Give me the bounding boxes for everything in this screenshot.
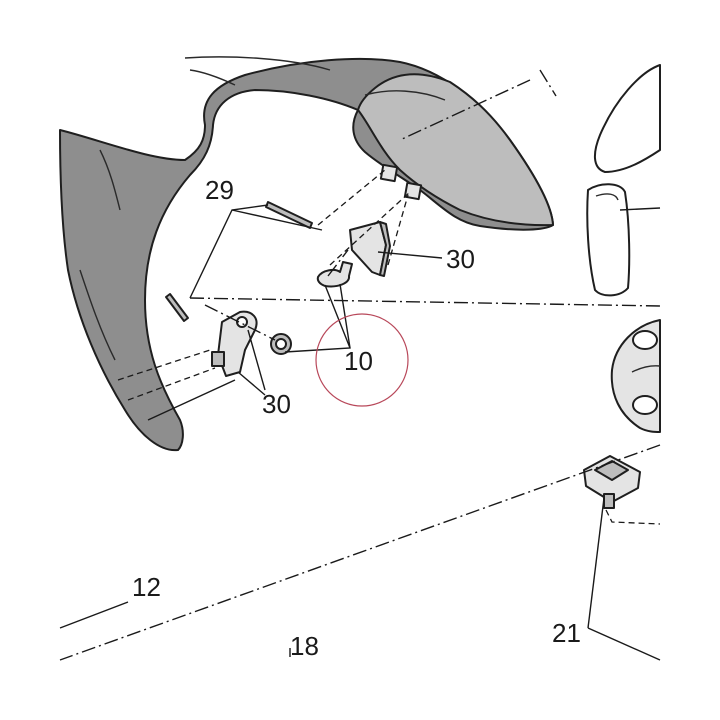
leader-lines — [59, 204, 661, 661]
callout-10: 10 — [344, 346, 373, 376]
screw-lower — [270, 333, 292, 355]
housing-right — [610, 319, 661, 433]
callout-30-lower: 30 — [262, 389, 291, 419]
seat-cover-upper — [594, 64, 661, 173]
fastener — [583, 455, 641, 509]
screw-upper — [316, 261, 353, 288]
callout-29: 29 — [205, 175, 234, 205]
front-fender — [59, 56, 554, 452]
fender-clips — [379, 163, 423, 201]
callout-21: 21 — [552, 618, 581, 648]
callout-18: 18 — [290, 631, 319, 661]
bracket-upper — [349, 221, 391, 277]
assembly-axes — [59, 69, 661, 661]
seat-pad — [586, 183, 631, 297]
bracket-lower — [211, 310, 258, 377]
highlight-circle — [315, 313, 409, 407]
callout-30-upper: 30 — [446, 244, 475, 274]
pins — [165, 201, 313, 322]
callout-12: 12 — [132, 572, 161, 602]
